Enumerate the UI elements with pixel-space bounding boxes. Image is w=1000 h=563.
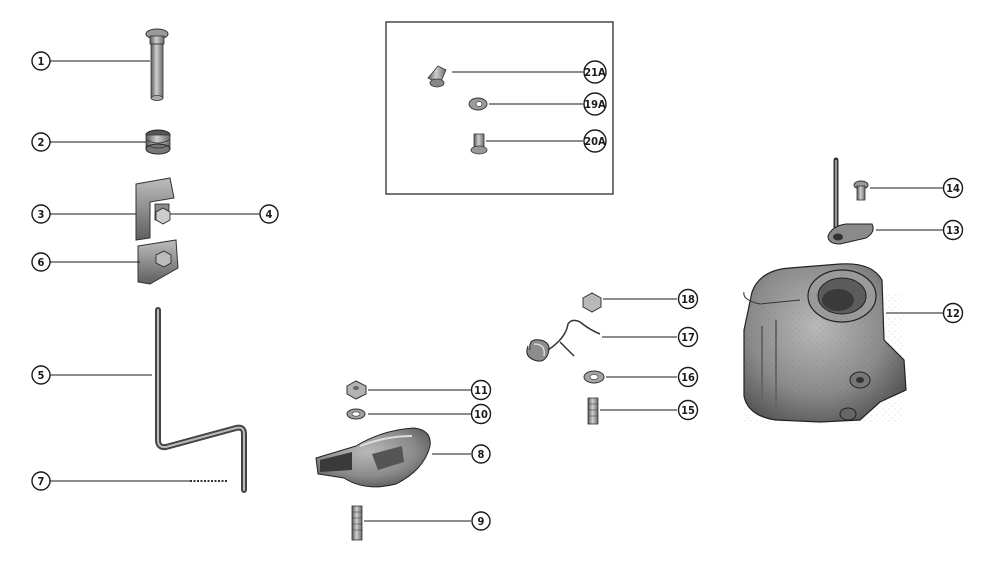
part-16-washer: [583, 370, 605, 384]
callout-14-label: 14: [946, 182, 960, 195]
callout-18-label: 18: [681, 293, 695, 306]
callout-1-label: 1: [38, 55, 45, 68]
callout-20A-label: 20A: [584, 135, 606, 148]
part-11-nut: [346, 380, 367, 400]
callout-20A: 20A: [583, 129, 607, 153]
callout-3: 3: [31, 204, 51, 224]
part-1-bolt: [145, 28, 169, 101]
callout-2: 2: [31, 132, 51, 152]
part-9-stud: [351, 505, 363, 541]
callout-5: 5: [31, 365, 51, 385]
callout-14: 14: [942, 177, 964, 199]
callout-10-label: 10: [474, 408, 488, 421]
callout-3-label: 3: [38, 208, 45, 221]
leader-lines: [50, 60, 943, 522]
callout-19A: 19A: [583, 92, 607, 116]
callout-21A: 21A: [583, 60, 607, 84]
part-5-rod: [155, 307, 247, 493]
callout-12: 12: [942, 302, 964, 324]
callout-8-label: 8: [478, 448, 485, 461]
callout-9-label: 9: [478, 515, 485, 528]
callout-19A-label: 19A: [584, 98, 606, 111]
callout-17-label: 17: [681, 331, 695, 344]
part-12-carburetor: [743, 263, 907, 424]
callout-7-label: 7: [38, 475, 45, 488]
callout-7: 7: [31, 471, 51, 491]
callout-12-label: 12: [946, 307, 960, 320]
callout-4-label: 4: [266, 208, 273, 221]
callout-21A-label: 21A: [584, 66, 606, 79]
part-2-spring: [145, 129, 171, 155]
inset-frame: [385, 21, 614, 195]
part-19A-washer: [468, 97, 488, 111]
part-20A-screw: [470, 133, 488, 155]
part-14-screw: [853, 180, 869, 201]
callout-15-label: 15: [681, 404, 695, 417]
part-13-shaft-lever: [827, 157, 874, 245]
callout-9: 9: [471, 511, 491, 531]
callout-6: 6: [31, 252, 51, 272]
callouts-layer: 1 2 3 4 5 6 7 8 9 10 11 12 13 14 15 16 1…: [31, 51, 964, 531]
callout-13: 13: [942, 219, 964, 241]
part-18-nut: [582, 292, 602, 313]
callout-16: 16: [677, 366, 699, 388]
callout-6-label: 6: [38, 256, 45, 269]
part-17-spring: [526, 319, 601, 362]
callout-11-label: 11: [474, 384, 488, 397]
callout-2-label: 2: [38, 136, 45, 149]
callout-18: 18: [677, 288, 699, 310]
part-3-6-clamp: [135, 177, 179, 285]
callout-1: 1: [31, 51, 51, 71]
part-10-washer: [346, 408, 366, 420]
part-8-lever: [315, 427, 431, 488]
part-15-stud: [587, 397, 599, 425]
part-21A-screw: [427, 65, 447, 88]
callout-5-label: 5: [38, 369, 45, 382]
callout-17: 17: [677, 326, 699, 348]
callout-4: 4: [259, 204, 279, 224]
callout-13-label: 13: [946, 224, 960, 237]
callout-8: 8: [471, 444, 491, 464]
callout-10: 10: [470, 403, 492, 425]
callout-11: 11: [470, 379, 492, 401]
callout-15: 15: [677, 399, 699, 421]
callout-16-label: 16: [681, 371, 695, 384]
